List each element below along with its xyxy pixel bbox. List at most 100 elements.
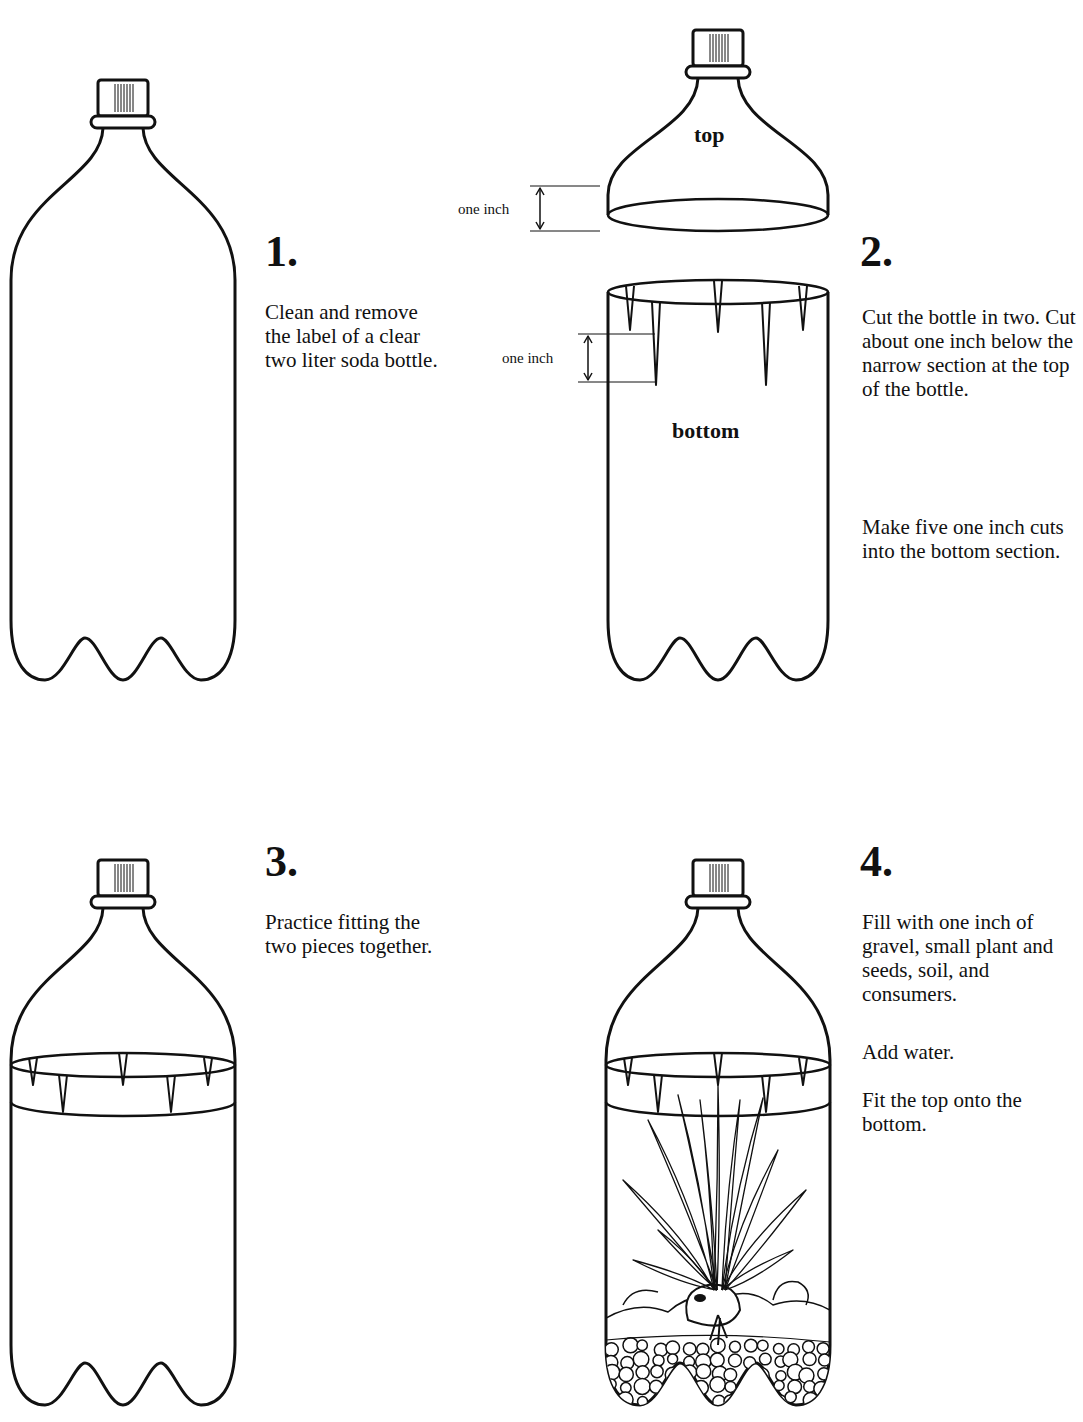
gravel bbox=[729, 1341, 740, 1352]
cap-ridge bbox=[716, 864, 717, 892]
gravel bbox=[655, 1392, 668, 1405]
bottom-piece-rim bbox=[11, 1053, 235, 1077]
cap-ridge bbox=[118, 864, 119, 892]
gravel bbox=[724, 1395, 737, 1408]
cap-ridge bbox=[121, 864, 122, 892]
terrarium-contents bbox=[604, 1085, 831, 1409]
cap-ridge bbox=[133, 864, 134, 892]
gravel bbox=[605, 1364, 620, 1379]
slit-cut bbox=[59, 1075, 67, 1112]
step-number: 2. bbox=[860, 228, 940, 276]
step-text: Make five one inch cuts into the bottom … bbox=[862, 515, 1076, 563]
bottle-outline bbox=[606, 908, 830, 1405]
gravel bbox=[694, 1380, 708, 1394]
gravel bbox=[683, 1343, 696, 1356]
bottle-cap bbox=[98, 80, 148, 116]
cap-ridge bbox=[127, 84, 128, 112]
cap-ridge bbox=[713, 34, 714, 62]
plant-leaf bbox=[722, 1250, 793, 1290]
plant-leaf bbox=[722, 1098, 763, 1290]
gravel bbox=[623, 1338, 638, 1353]
gravel bbox=[683, 1365, 697, 1379]
cap-ridge bbox=[127, 864, 128, 892]
cut-bottle bbox=[608, 30, 828, 680]
cap-ridge bbox=[713, 864, 714, 892]
gravel bbox=[745, 1370, 756, 1381]
step-text: Practice fitting the two pieces together… bbox=[265, 910, 455, 958]
gravel bbox=[710, 1353, 724, 1367]
dimension-arrow bbox=[539, 188, 541, 229]
neck-ring bbox=[686, 66, 750, 78]
slit-cut bbox=[119, 1053, 127, 1085]
gravel bbox=[606, 1379, 616, 1389]
part-name: top bbox=[694, 122, 754, 148]
step-text: Fill with one inch of gravel, small plan… bbox=[862, 910, 1076, 1006]
bottom-piece-rim bbox=[606, 1053, 830, 1077]
gravel bbox=[668, 1354, 678, 1364]
gravel bbox=[729, 1354, 742, 1367]
cap-ridge bbox=[124, 864, 125, 892]
gravel bbox=[803, 1341, 815, 1353]
fitted-bottle bbox=[11, 860, 235, 1405]
gravel bbox=[785, 1391, 796, 1402]
rock bbox=[623, 1290, 658, 1305]
step-text: Fit the top onto the bottom. bbox=[862, 1088, 1076, 1136]
gravel bbox=[776, 1371, 786, 1381]
gravel bbox=[634, 1378, 650, 1394]
slit-cut bbox=[799, 1058, 807, 1085]
plant-leaf bbox=[658, 1230, 717, 1290]
gravel bbox=[818, 1368, 830, 1380]
gravel bbox=[619, 1367, 633, 1381]
gravel bbox=[745, 1339, 758, 1352]
gravel bbox=[738, 1392, 752, 1406]
gravel bbox=[665, 1367, 680, 1382]
bottle-cap bbox=[98, 860, 148, 896]
gravel bbox=[754, 1368, 769, 1383]
gravel bbox=[724, 1368, 737, 1381]
plant-leaf bbox=[722, 1150, 778, 1290]
rock bbox=[686, 1285, 740, 1326]
step-text: Clean and remove the label of a clear tw… bbox=[265, 300, 445, 372]
gravel bbox=[803, 1392, 818, 1407]
cap-ridge bbox=[728, 34, 729, 62]
step-number: 3. bbox=[265, 838, 345, 886]
gravel bbox=[774, 1380, 784, 1390]
slit-cut bbox=[204, 1058, 212, 1085]
bottle-cap bbox=[693, 30, 743, 66]
gravel bbox=[755, 1392, 768, 1405]
plant-root bbox=[710, 1315, 727, 1345]
cap-ridge bbox=[118, 84, 119, 112]
cap-ridge bbox=[719, 34, 720, 62]
gravel bbox=[637, 1340, 647, 1350]
slit-cut bbox=[167, 1075, 175, 1112]
gravel bbox=[757, 1379, 769, 1391]
gravel bbox=[817, 1343, 829, 1355]
dimension-arrow bbox=[587, 336, 589, 380]
plant-leaf bbox=[722, 1190, 806, 1290]
dimension-label: one inch bbox=[502, 349, 572, 367]
cap-ridge bbox=[722, 864, 723, 892]
slit-cut bbox=[652, 302, 660, 385]
gravel bbox=[773, 1344, 784, 1355]
terrarium-bottle bbox=[604, 860, 831, 1409]
part-name: bottom bbox=[672, 418, 772, 444]
cap-ridge bbox=[710, 864, 711, 892]
gravel bbox=[685, 1392, 697, 1404]
slit-cut bbox=[29, 1058, 37, 1085]
cap-ridge bbox=[130, 84, 131, 112]
bottle-outline bbox=[11, 908, 235, 1405]
cap-ridge bbox=[130, 864, 131, 892]
cap-ridge bbox=[716, 34, 717, 62]
cap-ridge bbox=[725, 864, 726, 892]
gravel bbox=[819, 1354, 831, 1366]
step-text: Cut the bottle in two. Cut about one inc… bbox=[862, 305, 1076, 401]
gravel bbox=[651, 1365, 663, 1377]
gravel bbox=[744, 1357, 756, 1369]
plant-leaf bbox=[714, 1085, 719, 1290]
cap-ridge bbox=[115, 864, 116, 892]
top-piece-outline bbox=[608, 78, 698, 215]
cap-ridge bbox=[121, 84, 122, 112]
gravel bbox=[618, 1392, 633, 1407]
rock bbox=[773, 1281, 808, 1305]
